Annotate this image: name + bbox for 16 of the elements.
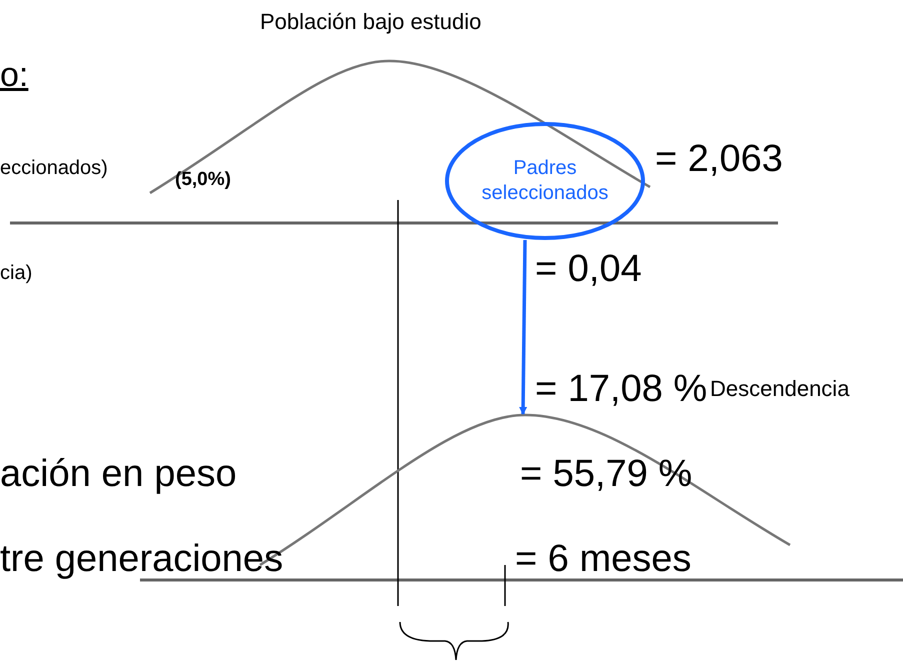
ellipse-label: Padres seleccionados <box>480 156 610 206</box>
curve-title: Población bajo estudio <box>260 8 482 36</box>
value-text: = 2,063 <box>655 140 783 178</box>
value-text: = 6 meses <box>515 540 692 578</box>
label-text: ación en peso <box>0 455 237 493</box>
curve-title: Descendencia <box>710 375 850 403</box>
heading-text: o: <box>0 58 28 92</box>
value-text: = 55,79 % <box>520 455 692 493</box>
label-text: tre generaciones <box>0 540 284 578</box>
value-text: = 17,08 % <box>535 370 708 408</box>
selection-ellipse <box>445 122 645 240</box>
percent-label: (5,0%) <box>175 170 231 189</box>
label-text: eccionados) <box>0 158 108 178</box>
label-text: cia) <box>0 263 32 283</box>
value-text: = 0,04 <box>535 250 642 288</box>
arrow <box>519 240 528 415</box>
